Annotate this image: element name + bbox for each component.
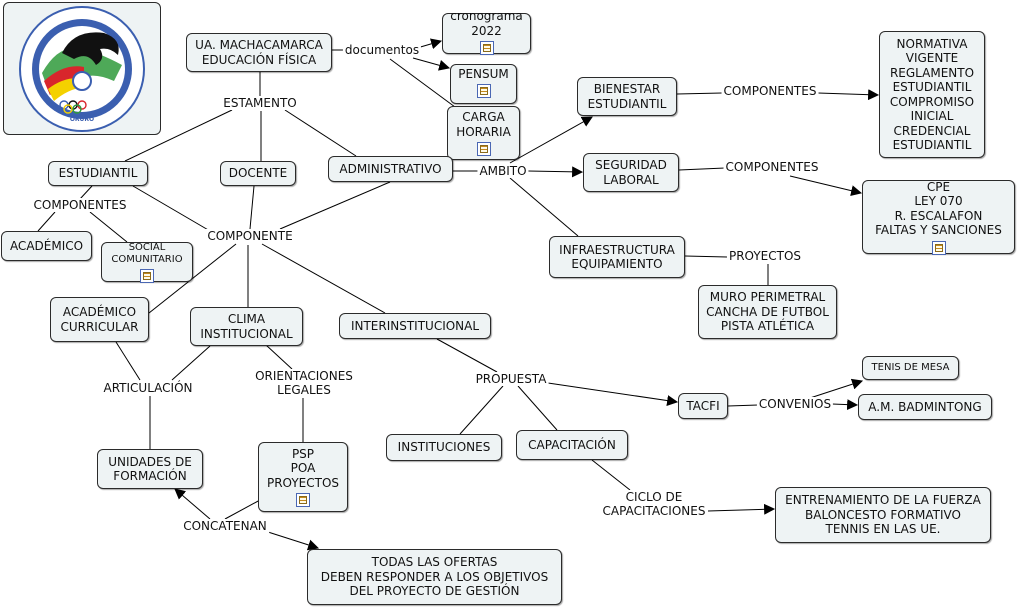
link-label-componente: COMPONENTE bbox=[205, 229, 295, 243]
link-label-articulacion: ARTICULACIÓN bbox=[101, 381, 195, 395]
node-unidades-label: UNIDADES DE FORMACIÓN bbox=[108, 454, 192, 484]
node-todas-label: TODAS LAS OFERTAS DEBEN RESPONDER A LOS … bbox=[320, 555, 549, 599]
node-capacitacion-label: CAPACITACIÓN bbox=[528, 437, 616, 452]
node-capacitacion[interactable]: CAPACITACIÓN bbox=[516, 430, 628, 460]
node-cpe[interactable]: CPE LEY 070 R. ESCALAFON FALTAS Y SANCIO… bbox=[862, 179, 1015, 255]
link-label-proyectos: PROYECTOS bbox=[726, 249, 804, 263]
node-academico[interactable]: ACADÉMICO bbox=[1, 231, 92, 261]
document-icon[interactable] bbox=[296, 493, 310, 508]
node-cpe-label: CPE LEY 070 R. ESCALAFON FALTAS Y SANCIO… bbox=[875, 179, 1002, 238]
link-label-componentes-seguridad: COMPONENTES bbox=[723, 160, 821, 174]
document-icon[interactable] bbox=[476, 84, 491, 99]
node-infraestructura[interactable]: INFRAESTRUCTURA EQUIPAMIENTO bbox=[549, 236, 685, 278]
node-interinstitucional[interactable]: INTERINSTITUCIONAL bbox=[339, 313, 491, 339]
node-tenis-mesa[interactable]: TENIS DE MESA bbox=[862, 356, 959, 380]
node-tacfi[interactable]: TACFI bbox=[678, 393, 728, 419]
node-bienestar[interactable]: BIENESTAR ESTUDIANTIL bbox=[577, 77, 677, 116]
node-muro-label: MURO PERIMETRAL CANCHA DE FUTBOL PISTA A… bbox=[706, 290, 829, 334]
node-clima-label: CLIMA INSTITUCIONAL bbox=[200, 312, 293, 341]
node-social-label: SOCIAL COMUNITARIO bbox=[111, 241, 183, 265]
node-psp[interactable]: PSP POA PROYECTOS bbox=[258, 442, 348, 512]
node-instituciones-label: INSTITUCIONES bbox=[397, 440, 491, 455]
node-psp-label: PSP POA PROYECTOS bbox=[266, 446, 340, 490]
node-unidades[interactable]: UNIDADES DE FORMACIÓN bbox=[97, 449, 203, 489]
node-muro[interactable]: MURO PERIMETRAL CANCHA DE FUTBOL PISTA A… bbox=[698, 285, 837, 339]
link-label-convenios: CONVENIOS bbox=[756, 397, 834, 411]
node-todas-ofertas[interactable]: TODAS LAS OFERTAS DEBEN RESPONDER A LOS … bbox=[307, 549, 562, 605]
node-clima[interactable]: CLIMA INSTITUCIONAL bbox=[190, 307, 303, 346]
node-cronograma[interactable]: cronograma 2022 bbox=[442, 9, 531, 55]
node-estudiantil[interactable]: ESTUDIANTIL bbox=[48, 161, 148, 186]
node-bienestar-label: BIENESTAR ESTUDIANTIL bbox=[587, 82, 667, 111]
node-pensum-label: PENSUM bbox=[458, 66, 509, 81]
node-root-label: UA. MACHACAMARCA EDUCACIÓN FÍSICA bbox=[195, 38, 323, 67]
node-academico-curricular[interactable]: ACADÉMICO CURRICULAR bbox=[50, 297, 149, 342]
node-entrenamiento-label: ENTRENAMIENTO DE LA FUERZA BALONCESTO FO… bbox=[785, 493, 981, 537]
node-estudiantil-label: ESTUDIANTIL bbox=[58, 166, 138, 181]
link-label-propuesta: PROPUESTA bbox=[473, 372, 549, 386]
node-docente-label: DOCENTE bbox=[228, 166, 288, 181]
node-academico-label: ACADÉMICO bbox=[9, 238, 84, 253]
school-logo: ORURO bbox=[3, 2, 161, 135]
node-administrativo[interactable]: ADMINISTRATIVO bbox=[328, 156, 453, 182]
node-pensum[interactable]: PENSUM bbox=[450, 64, 517, 104]
emblem-icon: ORURO bbox=[19, 6, 145, 132]
node-normativa[interactable]: NORMATIVA VIGENTE REGLAMENTO ESTUDIANTIL… bbox=[879, 31, 985, 158]
node-normativa-label: NORMATIVA VIGENTE REGLAMENTO ESTUDIANTIL… bbox=[889, 36, 975, 153]
node-tenis-label: TENIS DE MESA bbox=[871, 362, 950, 373]
logo-city-text: ORURO bbox=[70, 116, 94, 123]
node-cronograma-label: cronograma 2022 bbox=[450, 9, 523, 38]
node-tacfi-label: TACFI bbox=[686, 398, 720, 413]
link-label-componentes-estudiantil: COMPONENTES bbox=[31, 198, 129, 212]
link-label-documentos: documentos bbox=[342, 43, 422, 57]
node-seguridad-label: SEGURIDAD LABORAL bbox=[595, 158, 667, 187]
link-label-ciclo: CICLO DE CAPACITACIONES bbox=[600, 490, 708, 518]
link-label-ambito: AMBITO bbox=[477, 164, 529, 178]
node-social[interactable]: SOCIAL COMUNITARIO bbox=[101, 241, 193, 283]
document-icon[interactable] bbox=[931, 240, 946, 255]
node-acad-curr-label: ACADÉMICO CURRICULAR bbox=[60, 305, 139, 334]
node-badminton[interactable]: A.M. BADMINTONG bbox=[858, 394, 992, 420]
node-carga-label: CARGA HORARIA bbox=[456, 110, 511, 139]
node-interinst-label: INTERINSTITUCIONAL bbox=[350, 318, 480, 333]
link-label-componentes-bienestar: COMPONENTES bbox=[721, 84, 819, 98]
document-icon[interactable] bbox=[479, 41, 494, 55]
node-infra-label: INFRAESTRUCTURA EQUIPAMIENTO bbox=[559, 242, 675, 272]
node-docente[interactable]: DOCENTE bbox=[220, 161, 296, 186]
node-entrenamiento[interactable]: ENTRENAMIENTO DE LA FUERZA BALONCESTO FO… bbox=[775, 487, 991, 543]
node-root[interactable]: UA. MACHACAMARCA EDUCACIÓN FÍSICA bbox=[186, 33, 332, 72]
link-label-concatenan: CONCATENAN bbox=[181, 519, 269, 533]
node-instituciones[interactable]: INSTITUCIONES bbox=[386, 434, 502, 461]
document-icon[interactable] bbox=[140, 268, 154, 283]
document-icon[interactable] bbox=[476, 142, 491, 156]
link-label-orientaciones: ORIENTACIONES LEGALES bbox=[253, 369, 355, 397]
node-administrativo-label: ADMINISTRATIVO bbox=[339, 161, 442, 176]
node-seguridad[interactable]: SEGURIDAD LABORAL bbox=[583, 153, 679, 192]
node-badminton-label: A.M. BADMINTONG bbox=[868, 399, 982, 414]
link-label-estamento: ESTAMENTO bbox=[221, 96, 299, 110]
node-carga-horaria[interactable]: CARGA HORARIA bbox=[447, 106, 520, 160]
